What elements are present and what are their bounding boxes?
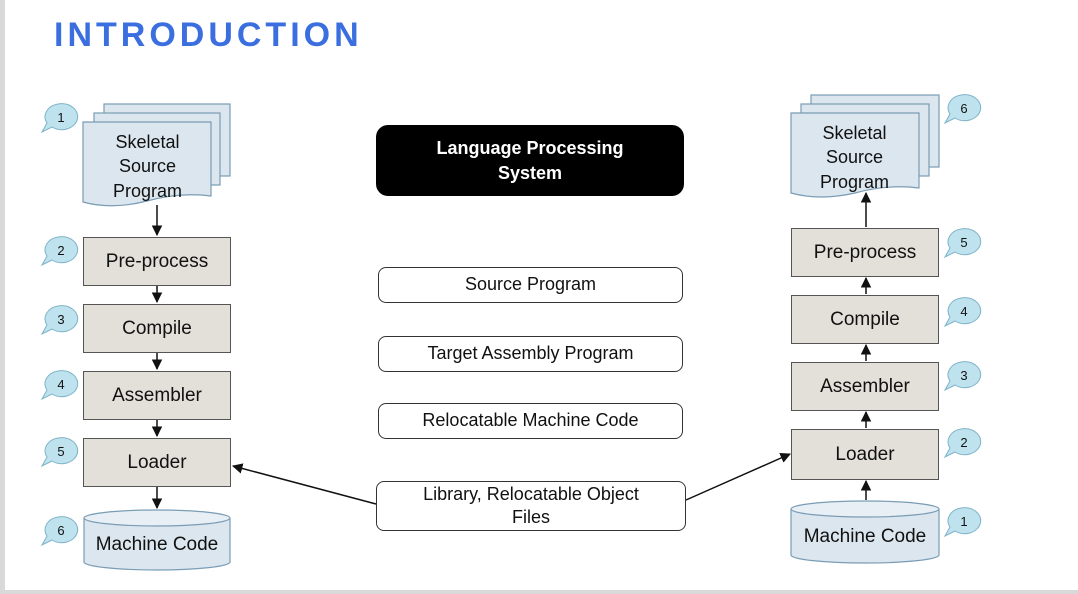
left-doc-line1: Skeletal [115, 132, 180, 152]
right-assembler-box: Assembler [791, 362, 939, 411]
right-badge-5: 5 [960, 234, 968, 250]
right-badge-3: 3 [960, 367, 968, 383]
right-preprocess-box: Pre-process [791, 228, 939, 277]
right-loader-box: Loader [791, 429, 939, 480]
left-skeletal-source-program: Skeletal Source Program [90, 130, 205, 203]
right-badge-2: 2 [960, 434, 968, 450]
right-badge-6: 6 [960, 100, 968, 116]
left-doc-line2: Source [118, 156, 177, 177]
library-relocatable-object-files-box: Library, Relocatable Object Files [376, 481, 686, 531]
badge-bubbles [40, 94, 982, 547]
library-to-right-loader-arrow [685, 453, 791, 501]
slide-title: INTRODUCTION [54, 16, 363, 54]
left-badge-6: 6 [57, 522, 65, 538]
right-skeletal-source-program: Skeletal Source Program [797, 121, 912, 194]
left-badge-3: 3 [57, 311, 65, 327]
left-doc-line3: Program [112, 180, 183, 201]
source-program-box: Source Program [378, 267, 683, 303]
left-machine-code-cylinder [83, 509, 231, 571]
right-doc-line2: Source [825, 147, 884, 168]
left-badge-4: 4 [57, 376, 65, 392]
left-machine-code-label: Machine Code [95, 534, 219, 555]
library-to-left-loader-arrow [231, 463, 377, 505]
library-line2: Files [511, 507, 550, 527]
right-badge-4: 4 [960, 303, 968, 319]
right-machine-code-cylinder [790, 500, 940, 564]
slide-left-edge [0, 0, 5, 594]
left-loader-box: Loader [83, 438, 231, 487]
library-line1: Library, Relocatable Object [423, 483, 639, 504]
right-compile-box: Compile [791, 295, 939, 344]
left-preprocess-box: Pre-process [83, 237, 231, 286]
left-badge-1: 1 [57, 109, 65, 125]
right-document-stack [790, 94, 940, 198]
header-line1: Language Processing [436, 138, 624, 159]
target-assembly-program-box: Target Assembly Program [378, 336, 683, 372]
left-assembler-box: Assembler [83, 371, 231, 420]
slide-bottom-edge [0, 590, 1078, 594]
language-processing-system-header: Language Processing System [376, 125, 684, 196]
left-compile-box: Compile [83, 304, 231, 353]
header-line2: System [497, 162, 563, 183]
right-machine-code-label: Machine Code [803, 526, 927, 547]
left-document-stack [82, 103, 231, 207]
relocatable-machine-code-box: Relocatable Machine Code [378, 403, 683, 439]
left-badge-2: 2 [57, 242, 65, 258]
right-doc-line1: Skeletal [822, 123, 887, 143]
left-badge-5: 5 [57, 443, 65, 459]
right-badge-1: 1 [960, 513, 968, 529]
right-doc-line3: Program [819, 171, 890, 192]
